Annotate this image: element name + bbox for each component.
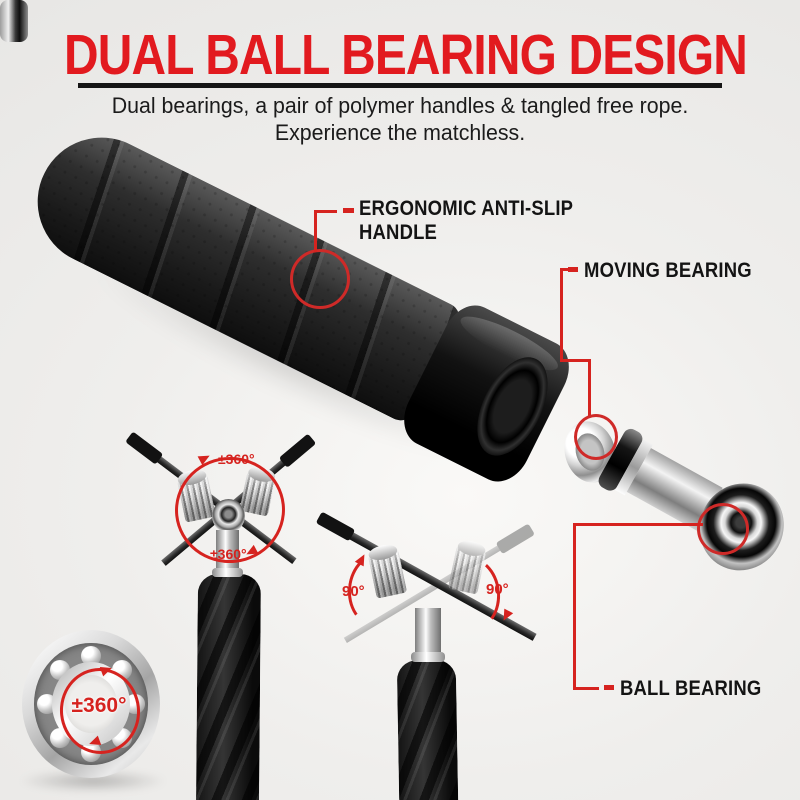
subtitle-line-2: Experience the matchless. (274, 120, 526, 145)
ergonomic-handle-label-line2: HANDLE (359, 221, 438, 244)
callout-line-moving-top (560, 268, 568, 271)
callout-dash-moving-bearing (568, 267, 578, 272)
rod-tip (125, 431, 164, 465)
subtitle-line-1: Dual bearings, a pair of polymer handles… (111, 93, 689, 118)
bearing-closeup-360-note: ±360° (71, 694, 127, 717)
left-pivot-360-note-bottom: ±360° (210, 546, 247, 562)
right-pivot-shaft (415, 608, 441, 658)
callout-dash-ball-bearing (604, 685, 614, 690)
bearing-ball (81, 646, 101, 666)
left-pivot-bearing-joint (212, 499, 245, 533)
left-rope-grip-photo (195, 573, 262, 800)
right-pivot-bearing-joint (0, 0, 28, 42)
bearing-closeup-photo (22, 630, 160, 778)
page-title: DUAL BALL BEARING DESIGN (64, 23, 748, 87)
bearing-center-hole (65, 675, 117, 733)
handle-photo (11, 105, 580, 491)
left-pivot-360-note-top: ±360° (218, 451, 255, 467)
ergonomic-handle-label: ERGONOMIC ANTI-SLIP HANDLE (359, 197, 573, 245)
rod-tip (315, 511, 356, 542)
callout-line-moving-vertical-1 (560, 268, 563, 362)
highlight-circle-handle (290, 249, 350, 309)
callout-line-moving-vertical-2 (588, 359, 591, 417)
handle-grip (15, 115, 465, 426)
highlight-circle-ball-bearing (697, 503, 749, 555)
left-pivot-shaft-ring (212, 568, 243, 577)
rod-end-bearing-photo (589, 413, 800, 588)
right-pivot-90-note-right: 90° (486, 581, 509, 598)
rod-tip (495, 523, 535, 555)
right-rope-grip-photo (396, 659, 459, 800)
right-pivot-90-note-left: 90° (342, 583, 365, 600)
handle-end-hole (462, 346, 563, 467)
moving-bearing-label: MOVING BEARING (584, 259, 752, 282)
callout-line-handle-horizontal (314, 210, 337, 213)
bearing-closeup-shadow (18, 770, 168, 792)
title-underline (78, 83, 722, 88)
callout-line-handle-vertical (314, 210, 317, 252)
right-pivot-shaft-ring (411, 652, 445, 662)
callout-line-ball-vertical (573, 523, 576, 690)
bearing-ball (125, 694, 145, 714)
bearing-ball (81, 742, 101, 762)
callout-line-ball-elbow (573, 687, 599, 690)
left-pivot-shaft (216, 530, 239, 574)
callout-dash-handle (343, 208, 354, 213)
callout-line-ball-horizontal (576, 523, 703, 526)
callout-line-moving-elbow (560, 359, 591, 362)
highlight-circle-moving-bearing (574, 414, 618, 460)
rod-tip (278, 433, 317, 468)
ergonomic-handle-label-line1: ERGONOMIC ANTI-SLIP (359, 197, 574, 220)
ball-bearing-label: BALL BEARING (620, 677, 762, 700)
